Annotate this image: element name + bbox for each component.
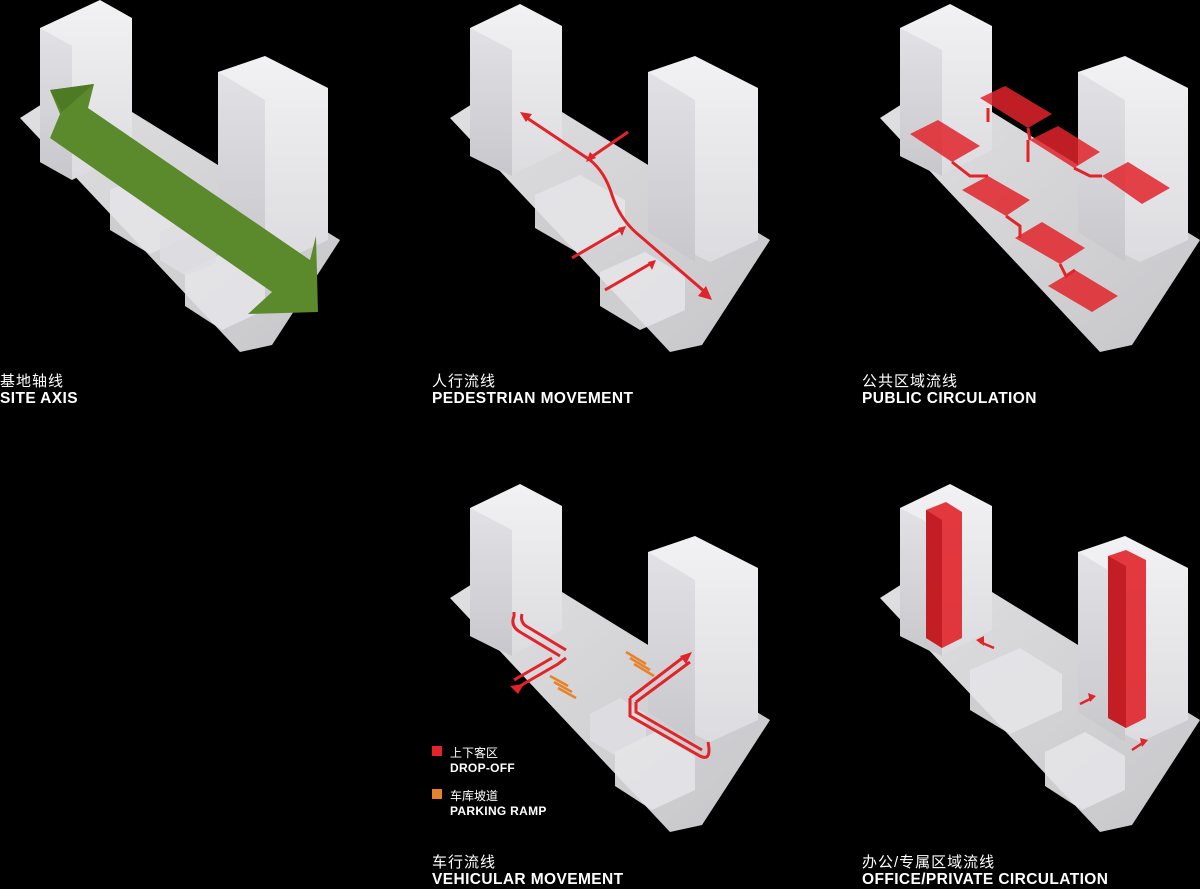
legend-ramp-swatch	[432, 789, 442, 799]
parking-ramps	[549, 650, 655, 700]
office-arrows	[976, 636, 1148, 752]
caption-pedestrian: 人行流线 PEDESTRIAN MOVEMENT	[432, 373, 633, 408]
site-axis-diagram	[20, 0, 340, 352]
office-circulation-diagram	[880, 484, 1200, 832]
caption-public-en: PUBLIC CIRCULATION	[862, 390, 1037, 408]
caption-site-axis-cn: 基地轴线	[0, 373, 65, 390]
panel-pedestrian	[440, 0, 830, 360]
vehicular-routes	[510, 612, 711, 759]
panel-site-axis	[10, 0, 400, 360]
caption-vehicular: 车行流线 VEHICULAR MOVEMENT	[432, 854, 623, 889]
caption-pedestrian-en: PEDESTRIAN MOVEMENT	[432, 390, 634, 408]
legend-ramp: 车库坡道 PARKING RAMP	[432, 787, 547, 818]
caption-vehicular-cn: 车行流线	[432, 854, 497, 871]
pedestrian-massing	[450, 4, 770, 352]
panel-public	[870, 0, 1200, 360]
caption-site-axis-en: SITE AXIS	[0, 390, 78, 408]
caption-office-en: OFFICE/PRIVATE CIRCULATION	[862, 871, 1109, 889]
caption-vehicular-en: VEHICULAR MOVEMENT	[432, 871, 624, 889]
public-zones	[910, 86, 1170, 312]
public-circulation-diagram	[880, 4, 1200, 352]
panel-office	[870, 480, 1200, 840]
site-axis-arrow	[50, 84, 318, 314]
legend: 上下客区 DROP-OFF 车库坡道 PARKING RAMP	[432, 744, 547, 830]
public-links	[951, 108, 1102, 279]
office-cores	[926, 502, 1146, 728]
pedestrian-routes	[520, 112, 712, 300]
caption-office: 办公/专属区域流线 OFFICE/PRIVATE CIRCULATION	[862, 854, 1108, 889]
legend-ramp-en: PARKING RAMP	[450, 804, 547, 818]
legend-ramp-cn: 车库坡道	[450, 789, 499, 803]
caption-office-cn: 办公/专属区域流线	[862, 854, 996, 871]
legend-dropoff-en: DROP-OFF	[450, 761, 516, 775]
caption-site-axis: 基地轴线 SITE AXIS	[0, 373, 78, 408]
caption-public: 公共区域流线 PUBLIC CIRCULATION	[862, 373, 1037, 408]
vehicular-diagram	[450, 484, 770, 832]
legend-dropoff-cn: 上下客区	[450, 746, 499, 760]
legend-dropoff-swatch	[432, 746, 442, 756]
caption-pedestrian-cn: 人行流线	[432, 373, 497, 390]
legend-dropoff: 上下客区 DROP-OFF	[432, 744, 547, 775]
caption-public-cn: 公共区域流线	[862, 373, 959, 390]
panel-vehicular	[440, 480, 830, 840]
pedestrian-diagram	[450, 4, 770, 352]
